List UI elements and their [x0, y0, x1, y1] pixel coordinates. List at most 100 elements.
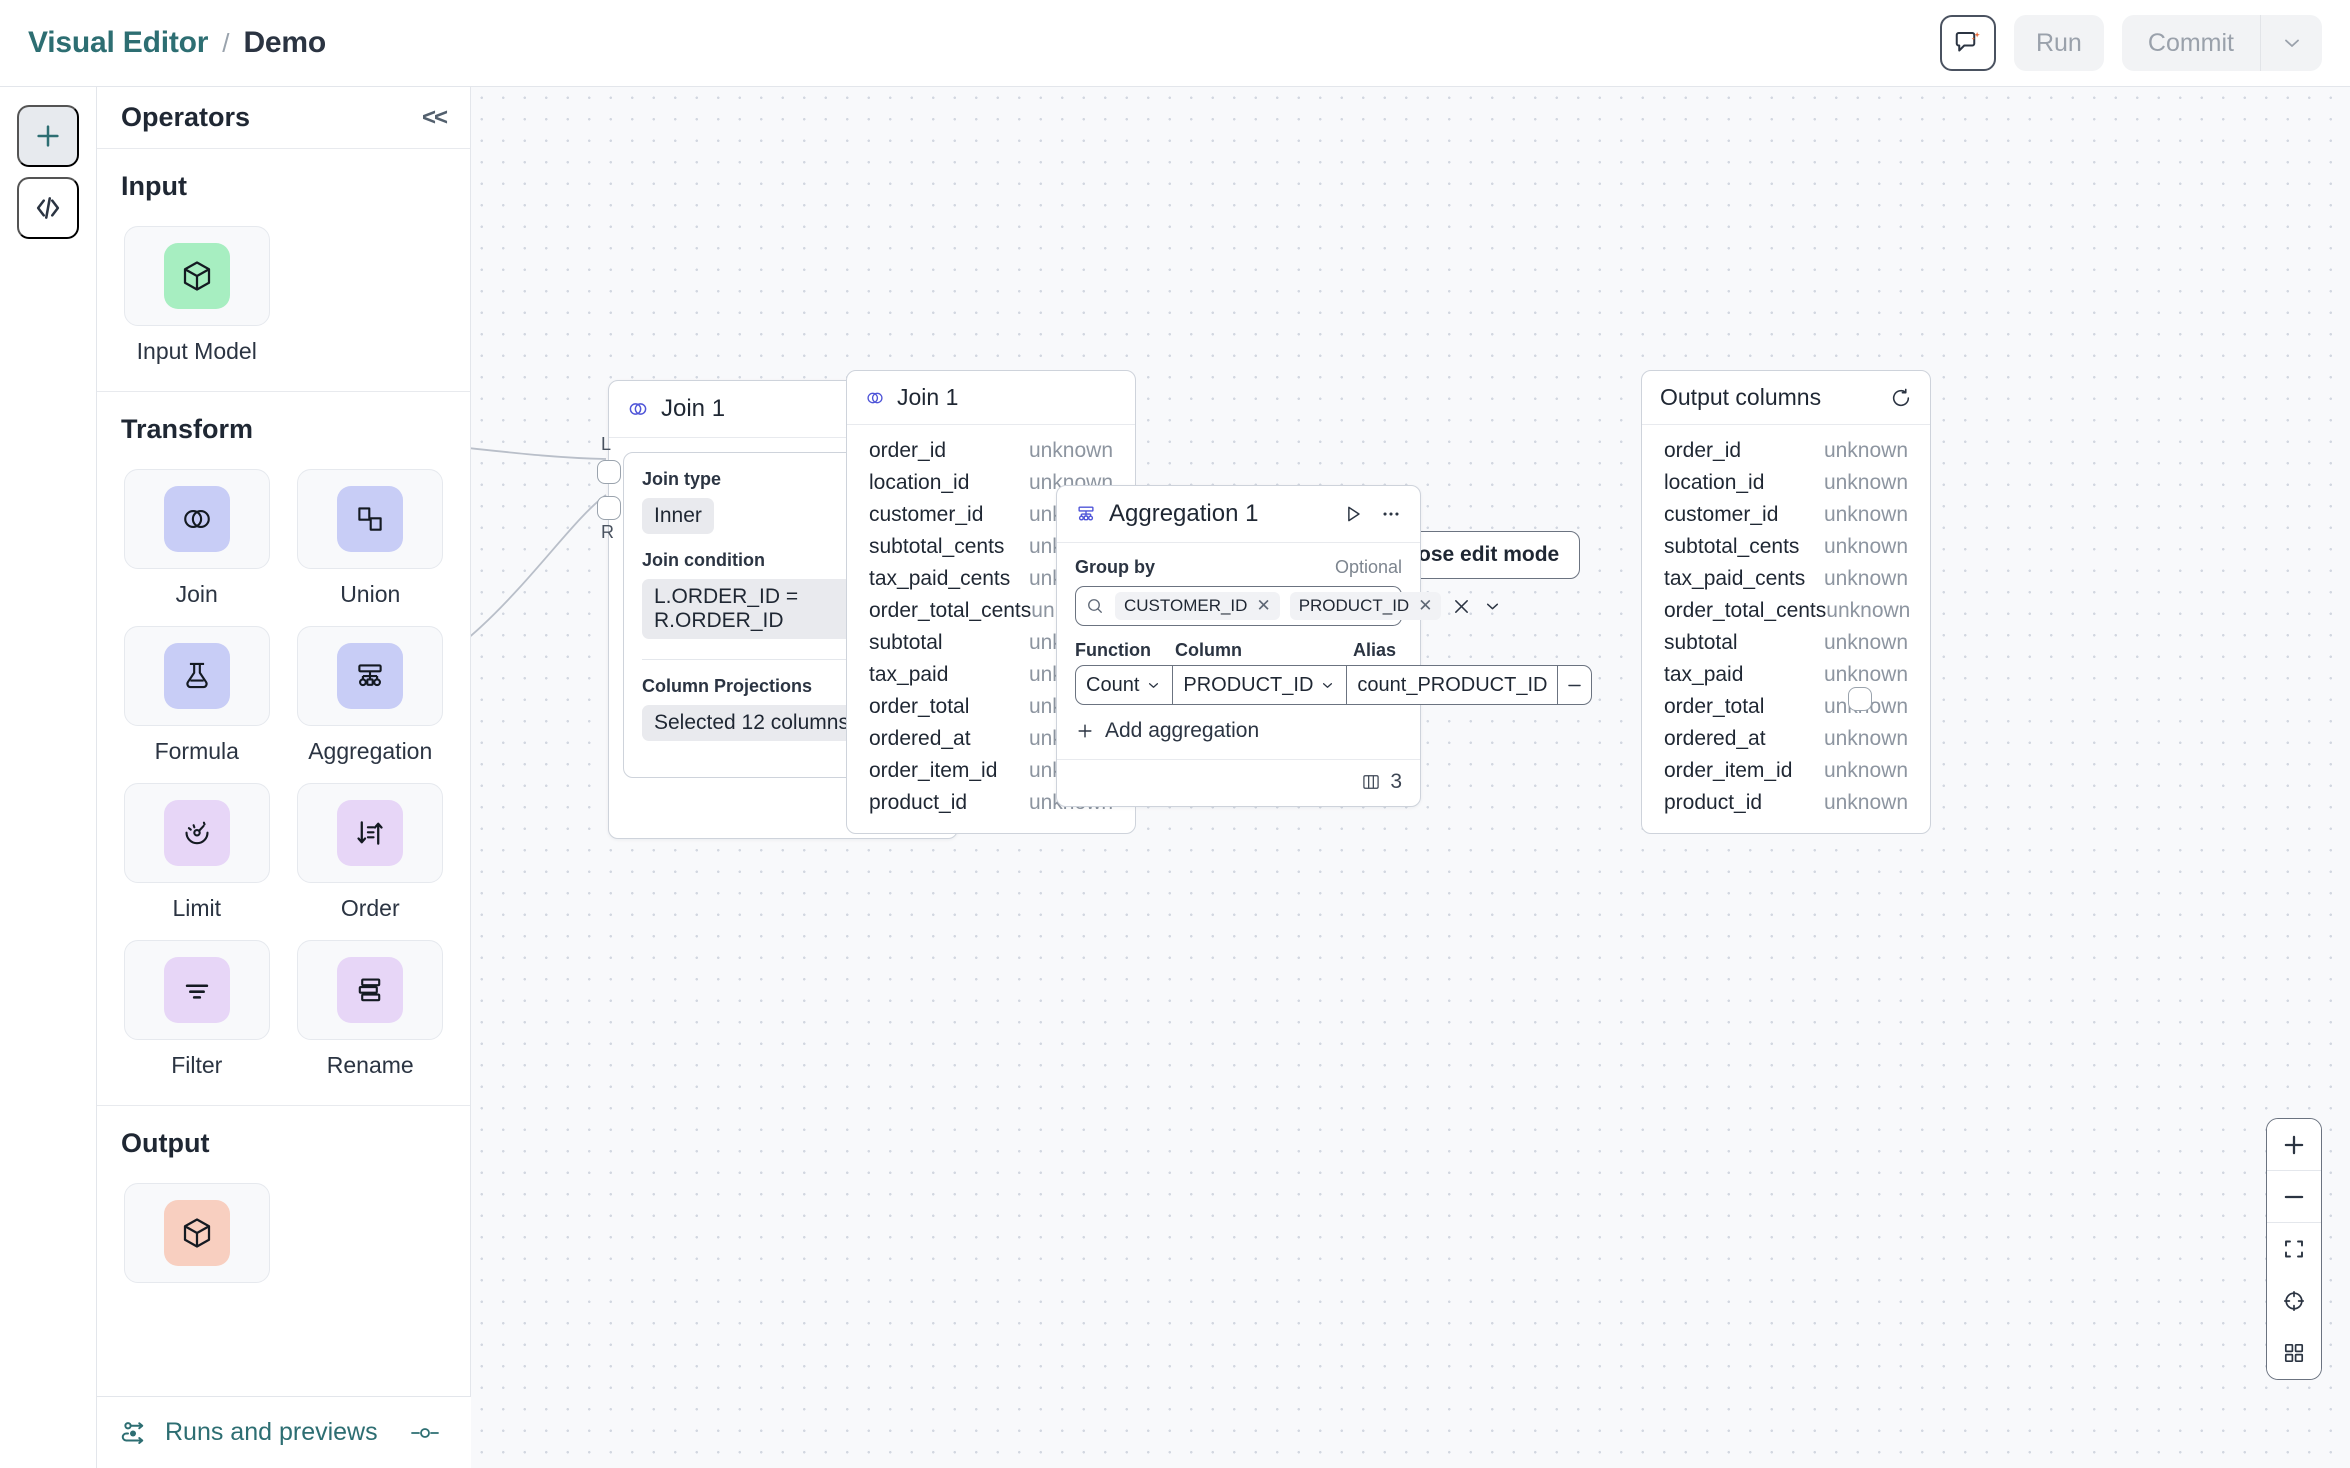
fit-view-icon — [2282, 1237, 2306, 1261]
fit-view-button[interactable] — [2267, 1223, 2321, 1275]
ai-assistant-button[interactable] — [1939, 15, 1996, 71]
add-operator-button[interactable] — [17, 105, 79, 167]
operators-title: Operators — [121, 102, 251, 132]
schema-row[interactable]: order_id unknown — [1642, 435, 1930, 467]
function-select[interactable]: Count — [1075, 665, 1174, 705]
group-by-tag[interactable]: CUSTOMER_ID ✕ — [1115, 592, 1280, 620]
filter-lines-icon — [163, 957, 230, 1023]
column-select[interactable]: PRODUCT_ID — [1173, 665, 1348, 705]
left-icon-rail — [0, 87, 97, 1468]
operators-panel-header: Operators << — [97, 87, 470, 149]
column-name: order_total — [869, 695, 970, 718]
runs-and-previews-bar[interactable]: Runs and previews — [97, 1396, 471, 1468]
refresh-icon[interactable] — [1890, 387, 1912, 409]
operators-panel-body: Input Input Model Transform — [97, 149, 470, 1468]
collapse-panel-button[interactable]: << — [421, 103, 448, 131]
column-type: unknown — [1823, 503, 1908, 526]
aggregation-row: Count PRODUCT_ID count_PRODUCT_ID — [1075, 665, 1593, 705]
column-name: order_item_id — [1664, 759, 1793, 782]
output-port[interactable] — [1848, 687, 1872, 711]
function-label: Function — [1075, 640, 1151, 660]
group-by-optional-label: Optional — [1334, 557, 1402, 577]
run-button[interactable]: Run — [2013, 15, 2104, 71]
runs-and-previews-label: Runs and previews — [165, 1418, 378, 1446]
column-name: order_id — [1664, 439, 1742, 462]
add-aggregation-label: Add aggregation — [1105, 719, 1260, 742]
zoom-in-button[interactable] — [2267, 1119, 2321, 1171]
operator-item-rename[interactable]: Rename — [295, 940, 447, 1079]
operator-item-formula[interactable]: Formula — [121, 626, 273, 765]
commit-button-group: Commit — [2121, 15, 2322, 71]
aggregation-tree-icon — [337, 643, 404, 709]
code-view-button[interactable] — [17, 177, 79, 239]
flow-canvas[interactable]: Join 1 Join type Inner Join condition L.… — [471, 87, 2350, 1468]
chevron-down-icon[interactable] — [1482, 596, 1503, 617]
x-icon[interactable]: ✕ — [1256, 596, 1271, 615]
join-input-port-right[interactable] — [597, 496, 621, 520]
join-input-port-right-label: R — [601, 522, 614, 542]
alias-input[interactable]: count_PRODUCT_ID — [1347, 665, 1559, 705]
operator-item-order[interactable]: Order — [295, 783, 447, 922]
operator-label: Formula — [154, 738, 239, 764]
commit-button[interactable]: Commit — [2122, 15, 2260, 71]
schema-row[interactable]: order_id unknown — [847, 435, 1135, 467]
operator-item-filter[interactable]: Filter — [121, 940, 273, 1079]
minus-icon — [1565, 676, 1584, 695]
operator-item-input-model[interactable]: Input Model — [121, 226, 273, 365]
play-icon[interactable] — [1342, 503, 1364, 525]
limit-gauge-icon — [163, 800, 230, 866]
code-brackets-icon — [32, 192, 64, 224]
add-aggregation-button[interactable]: Add aggregation — [1075, 715, 1402, 753]
group-by-input[interactable]: CUSTOMER_ID ✕ PRODUCT_ID ✕ — [1075, 586, 1499, 626]
group-by-tag-label: PRODUCT_ID — [1298, 596, 1410, 615]
operator-item-union[interactable]: Union — [295, 469, 447, 608]
column-type: unknown — [1028, 439, 1113, 462]
output-columns-header: Output columns — [1642, 371, 1930, 425]
column-type: unknown — [1823, 727, 1908, 750]
slider-handle-icon[interactable] — [410, 1424, 440, 1442]
plus-icon — [33, 121, 63, 151]
aggregation-node-footer: 3 — [1057, 759, 1420, 806]
operators-panel: Operators << Input Input Model Transform — [97, 87, 471, 1468]
clear-x-icon[interactable] — [1451, 596, 1472, 617]
join-node[interactable]: Join 1 Join type Inner Join condition L.… — [597, 380, 969, 839]
join-type-value[interactable]: Inner — [642, 498, 714, 534]
remove-aggregation-button[interactable] — [1558, 665, 1593, 705]
app-title[interactable]: Visual Editor — [28, 26, 209, 59]
zoom-out-button[interactable] — [2267, 1171, 2321, 1223]
group-by-tag[interactable]: PRODUCT_ID ✕ — [1289, 592, 1442, 620]
operator-item-join[interactable]: Join — [121, 469, 273, 608]
operator-item-aggregation[interactable]: Aggregation — [295, 626, 447, 765]
column-name: tax_paid — [869, 663, 949, 686]
column-projections-label: Column Projections — [642, 676, 813, 696]
grid-toggle-button[interactable] — [2267, 1327, 2321, 1379]
aggregation-node[interactable]: Aggregation 1 Group by Optional C — [1056, 485, 1593, 807]
operator-item-limit[interactable]: Limit — [121, 783, 273, 922]
ellipsis-icon[interactable] — [1380, 503, 1402, 525]
join-input-port-left[interactable] — [597, 460, 621, 484]
center-target-button[interactable] — [2267, 1275, 2321, 1327]
column-label: Column — [1175, 640, 1242, 660]
commit-dropdown-button[interactable] — [2260, 15, 2322, 71]
x-icon[interactable]: ✕ — [1418, 596, 1433, 615]
operator-grid-transform: Join Union Formu — [121, 469, 446, 1079]
column-type: unknown — [1823, 439, 1908, 462]
page-title: Demo — [243, 26, 327, 59]
operator-item-output-model[interactable] — [121, 1183, 273, 1295]
column-name: order_id — [869, 439, 947, 462]
